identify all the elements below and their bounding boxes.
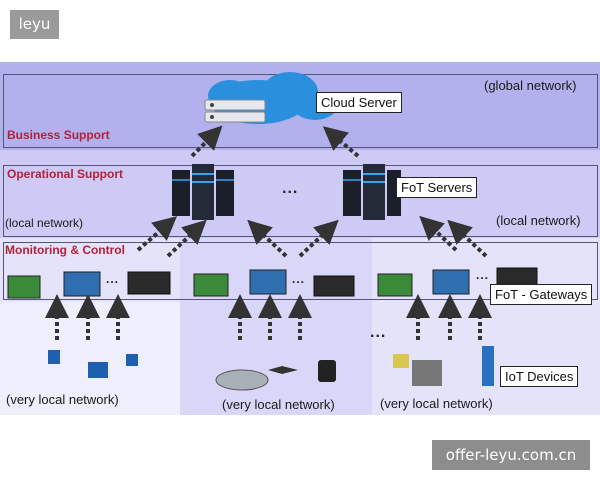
monitoring-control-title: Monitoring & Control: [5, 243, 125, 257]
global-network-label: (global network): [484, 78, 577, 93]
gateway-boards-group-2: [193, 269, 355, 297]
flow-arrow: [136, 216, 178, 252]
flow-arrow: [298, 219, 339, 258]
business-support-title: Business Support: [7, 128, 110, 142]
iot-devices-label: IoT Devices: [500, 366, 579, 387]
server-rack-icon-left: [172, 164, 234, 220]
devices-ellipsis: ...: [370, 324, 387, 341]
flow-arrow: [419, 215, 458, 252]
local-network-label-left: (local network): [5, 216, 84, 230]
data-flow-arrows: [45, 125, 492, 340]
very-local-network-label-3: (very local network): [380, 396, 493, 411]
flow-arrow: [166, 219, 207, 258]
gateways-ellipsis-3: ...: [476, 268, 490, 282]
watermark-top-left: leyu: [10, 10, 59, 39]
device-column-middle: [180, 238, 372, 415]
gateway-boards-group-3: [377, 267, 538, 297]
operational-support-band: [0, 150, 600, 238]
diagram-graphics: [7, 72, 538, 391]
fot-gateways-label: FoT - Gateways: [490, 284, 593, 305]
flow-arrow: [447, 219, 488, 258]
very-local-network-label-1: (very local network): [6, 392, 119, 407]
device-column-left: [0, 302, 180, 415]
cloud-icon: [204, 72, 337, 124]
vehicle-drone-watch-icons: [215, 360, 336, 391]
gateways-ellipsis-2: ...: [292, 272, 306, 286]
cloud-server-label: Cloud Server: [316, 92, 402, 113]
flow-arrow: [322, 126, 360, 158]
fot-servers-label: FoT Servers: [396, 177, 478, 198]
flow-arrow: [190, 125, 223, 158]
local-network-label-right: (local network): [496, 213, 581, 228]
flow-arrow: [247, 219, 288, 258]
server-rack-icon-right: [343, 164, 401, 220]
smart-home-icons: [393, 346, 494, 386]
fot-architecture-diagram: Business Support (global network) Operat…: [0, 62, 600, 415]
servers-ellipsis: ...: [282, 180, 299, 197]
operational-frame: [3, 165, 598, 237]
iot-sensor-icons-left: [48, 350, 138, 378]
very-local-network-label-2: (very local network): [222, 397, 335, 412]
watermark-bottom-right: offer-leyu.com.cn: [432, 440, 590, 470]
gateway-boards-group-1: [7, 271, 171, 299]
operational-support-title: Operational Support: [7, 167, 124, 181]
gateways-ellipsis-1: ...: [106, 272, 120, 286]
